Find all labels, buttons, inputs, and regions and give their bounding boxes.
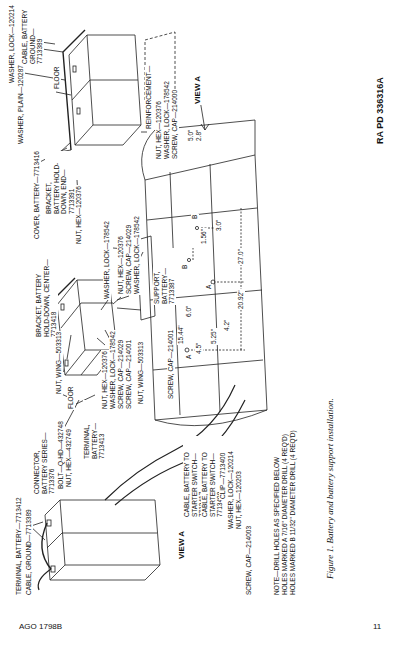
part-callout: SCREW, CAP—214001	[125, 339, 133, 410]
part-callout: RA PD 336316A	[375, 76, 385, 145]
part-callout: CABLE, GROUND—7713389	[25, 508, 33, 596]
dimension: 6.0"	[185, 305, 193, 318]
part-callout: FLOOR	[67, 386, 75, 410]
part-callout: BOLT—Q-HD—432748	[57, 420, 65, 490]
part-callout: WASHER, PLAIN—120287	[17, 64, 25, 145]
part-callout: HOLES MARKED A 7/16" DIAMETER DRILL (4 R…	[281, 433, 289, 596]
part-callout: CLIP—7713400	[219, 452, 227, 500]
part-callout: VIEW A	[193, 75, 202, 105]
part-callout: REINFORCEMENT—	[145, 65, 153, 130]
part-callout: NUT, HEX—120376	[101, 350, 109, 410]
part-callout: WASHER, LOCK—178542	[109, 330, 117, 410]
part-callout: BRACKET, BATTERY HOLD-DOWN, CENTER—77134…	[35, 258, 58, 338]
part-callout: WASHER, LOCK—120214	[227, 450, 235, 530]
part-callout: SCREW, CAP—214029	[125, 224, 133, 295]
part-callout: WASHER, LOCK—178542	[163, 80, 171, 160]
part-callout: NUT, HEX—120376	[75, 185, 83, 245]
dimension: 3.0"	[215, 219, 223, 232]
part-callout: CABLE, BATTERY GROUND—7713389	[21, 7, 44, 65]
dimension: 4.2"	[223, 319, 231, 332]
part-callout: NUT, HEX—120376	[117, 235, 125, 295]
dimension: 1.56"	[200, 228, 208, 245]
figure-caption: Figure 1. Battery and battery support in…	[327, 397, 335, 580]
part-callout: NUT, WING—503313	[55, 331, 63, 395]
part-callout: NUT, HEX—120203	[235, 470, 243, 530]
hole-mark: B	[191, 214, 199, 220]
part-callout: VIEW A	[177, 530, 186, 560]
part-callout: SCREW, CAP—214001	[167, 329, 175, 400]
part-callout: WASHER, LOCK—178542	[103, 220, 111, 300]
part-callout: NUT, WING—503313	[137, 341, 145, 405]
part-callout: NUT, HEX—120376	[155, 100, 163, 160]
part-callout: SCREW, CAP—214000	[171, 89, 179, 160]
part-callout: BRACKET, BATTERY HOLD-DOWN, END—7713391	[45, 151, 75, 215]
part-callout: HOLES MARKED B 11/32" DIAMETER DRILL (4 …	[289, 429, 297, 596]
dimension: 20.92"	[237, 289, 245, 310]
hole-mark: A	[205, 284, 213, 290]
hole-mark: A	[185, 354, 193, 360]
dimension: 4.5"	[195, 342, 203, 355]
part-callout: SUPPORT, BATTERY—7713387	[153, 248, 176, 305]
dimension: 15.44"	[177, 324, 185, 345]
dimension: 5.0"	[187, 129, 195, 142]
part-callout: CONNECTOR, BATTERY SERIES—7713376	[33, 431, 56, 495]
dimension: 5.25"	[210, 328, 218, 345]
part-callout: WASHER, LOCK—120214	[8, 4, 16, 84]
part-callout: NUT, HEX—432749	[65, 428, 73, 488]
part-callout: WASHER, LOCK—178542	[133, 215, 141, 295]
page-footer: 11	[372, 622, 382, 631]
part-callout: SCREW, CAP—214029	[117, 339, 125, 410]
dimension: 2.8"	[195, 129, 203, 142]
part-callout: FLOOR	[53, 66, 61, 90]
hole-mark: B	[181, 264, 189, 270]
part-callout: COVER, BATTERY—7713416	[33, 150, 41, 240]
dimension: 27.0"	[237, 248, 245, 265]
page-footer: AGO 1798B	[18, 622, 63, 631]
part-callout: TERMINAL, BATTERY—7713412	[15, 496, 23, 596]
part-callout: NOTE—DRILL HOLES AS SPECIFIED BELOW	[273, 456, 281, 596]
part-callout: SCREW, CAP—214003	[245, 525, 253, 596]
